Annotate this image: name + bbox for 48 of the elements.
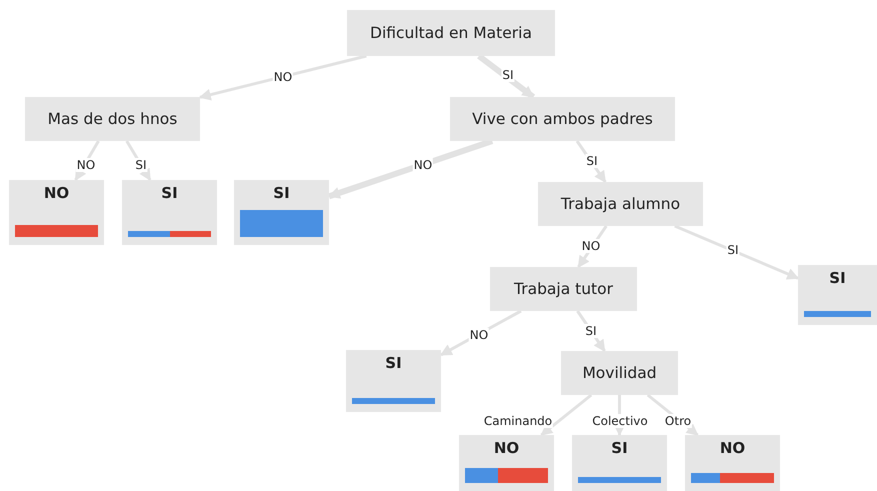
arrow (198, 54, 367, 100)
decision-node (538, 182, 703, 226)
node-label: Trabaja tutor (514, 280, 613, 298)
decision-node (450, 97, 675, 141)
node-label: NO (44, 184, 70, 202)
decision-node (561, 351, 678, 395)
node-label: SI (161, 184, 178, 202)
node-label: NO (494, 439, 520, 457)
edge-label: SI (726, 243, 740, 257)
node-label: Movilidad (582, 364, 657, 382)
arrow (125, 140, 152, 182)
leaf-node (459, 435, 554, 491)
edge-label: NO (468, 328, 490, 342)
edge-label: NO (580, 239, 602, 253)
node-label: Dificultad en Materia (370, 24, 532, 42)
decision-node (25, 97, 200, 141)
edge-label: SI (584, 324, 598, 338)
node-label: NO (720, 439, 746, 457)
edge-label: NO (76, 158, 96, 172)
arrow (674, 224, 800, 280)
edge-label: NO (412, 158, 434, 172)
node-label: Vive con ambos padres (472, 110, 653, 128)
edge-label: Colectivo (591, 414, 649, 428)
node-label: Mas de dos hnos (48, 110, 178, 128)
edge-label: NO (272, 70, 294, 84)
node-label: SI (829, 269, 846, 287)
leaf-node (122, 180, 217, 245)
edge-label: Caminando (482, 414, 554, 428)
leaf-node (572, 435, 667, 491)
arrow (540, 394, 592, 436)
edge-label: Otro (664, 414, 692, 428)
node-label: Trabaja alumno (560, 195, 680, 213)
edge-label: SI (134, 158, 148, 172)
edge-label: SI (585, 154, 599, 168)
decision-node (347, 10, 555, 56)
edge-label: SI (501, 68, 515, 82)
arrow (577, 225, 608, 268)
node-label: SI (385, 354, 402, 372)
node-label: SI (273, 184, 290, 202)
leaf-node (685, 435, 780, 491)
node-label: SI (611, 439, 628, 457)
leaf-node (798, 265, 877, 325)
leaf-node (234, 180, 329, 245)
arrow (477, 54, 536, 100)
leaf-node (346, 350, 441, 412)
arrow (74, 140, 100, 182)
decision-node (490, 267, 637, 311)
leaf-node (9, 180, 104, 245)
